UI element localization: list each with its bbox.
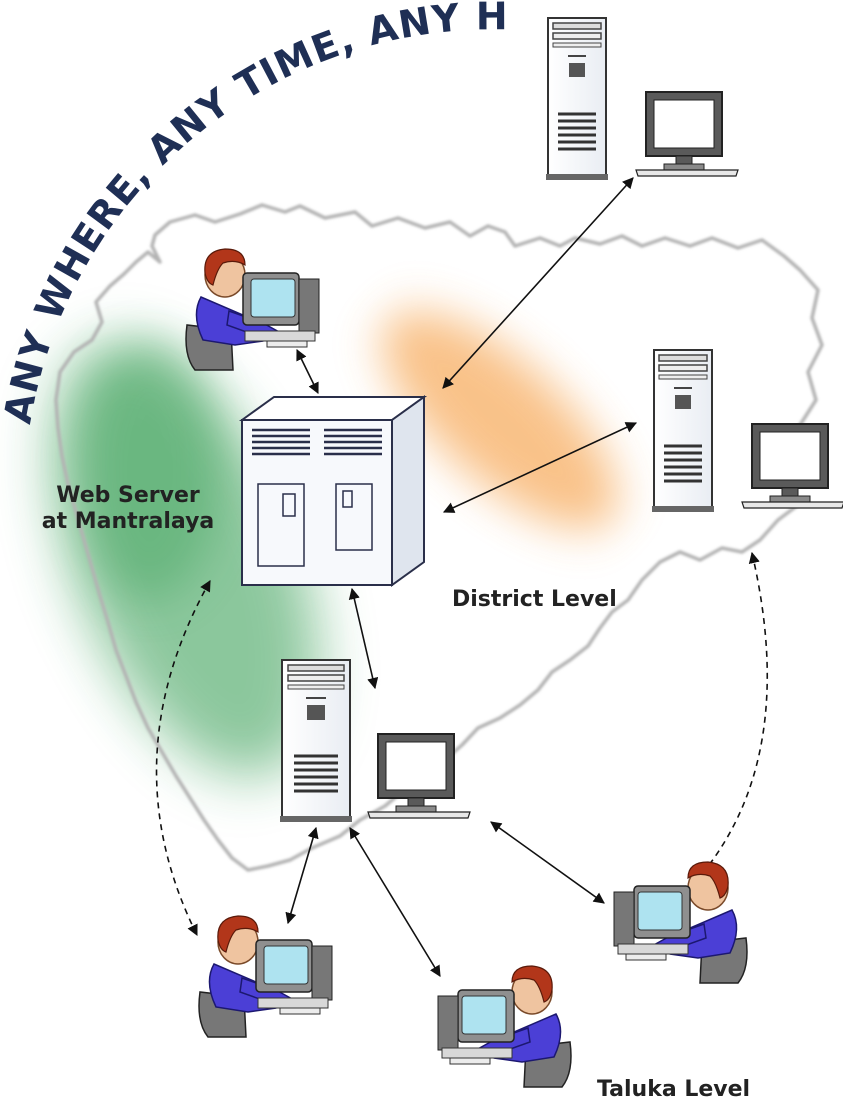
tower-server-icon [652, 349, 714, 512]
person-at-computer-icon [437, 965, 572, 1088]
web-server-label-line1: Web Server [56, 483, 200, 508]
right-pc-workstation [652, 349, 843, 512]
user-bottom-middle [437, 965, 572, 1088]
arrow-server-to-district [348, 587, 379, 690]
monitor-icon [741, 423, 843, 509]
user-top-left [185, 248, 320, 371]
dashed-arrow-left [155, 580, 211, 937]
person-at-computer-icon [198, 915, 333, 1038]
connection-arrows [155, 177, 769, 977]
arrow-district-to-user-mid [349, 827, 441, 977]
top-pc-workstation [546, 17, 739, 180]
web-server-label: Web Server at Mantralaya [18, 483, 238, 535]
person-at-computer-icon [185, 248, 320, 371]
arrow-district-to-user-right [490, 821, 605, 904]
tower-server-icon [546, 17, 608, 180]
web-server-label-line2: at Mantralaya [41, 509, 215, 534]
user-bottom-right [613, 861, 748, 984]
dashed-arrow-right [696, 551, 769, 881]
taluka-level-label: Taluka Level [597, 1077, 751, 1102]
arrow-person-to-server [296, 348, 319, 395]
user-bottom-left [198, 915, 333, 1038]
web-server-cabinet-icon [238, 395, 428, 587]
monitor-icon [635, 91, 739, 177]
arrow-top-pc-to-server [442, 177, 634, 389]
tower-server-icon [280, 659, 352, 822]
arrow-right-pc-to-server [442, 422, 638, 513]
arrow-district-to-user-left [285, 826, 319, 925]
monitor-icon [367, 733, 471, 819]
person-at-computer-icon [613, 861, 748, 984]
district-level-label: District Level [452, 587, 617, 612]
district-pc-workstation [280, 659, 471, 822]
